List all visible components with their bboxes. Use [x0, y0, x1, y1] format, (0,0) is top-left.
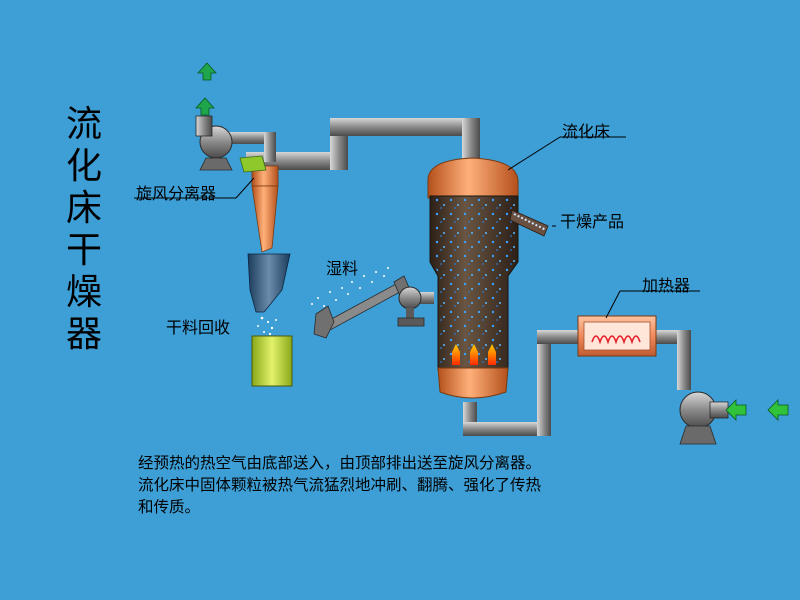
inlet-fan: [679, 391, 729, 445]
title-char: 器: [65, 314, 102, 355]
top-duct: [246, 118, 480, 170]
cyclone-exhaust-duct: [226, 132, 276, 162]
description: 经预热的热空气由底部送入，由顶部排出送至旋风分离器。 流化床中固体颗粒被热气流猛…: [138, 452, 698, 518]
title-char: 流: [65, 104, 102, 145]
title-char: 干: [65, 230, 102, 271]
bottom-duct: [463, 330, 691, 436]
title-char: 燥: [65, 272, 102, 313]
collection-hopper: [247, 253, 291, 313]
title-char: 床: [65, 188, 102, 229]
vertical-title: 流 化 床 干 燥 器: [62, 104, 106, 356]
description-line: 流化床中固体颗粒被热气流猛烈地冲刷、翻腾、强化了传热: [138, 476, 542, 494]
dry-product-outlet: [509, 209, 549, 237]
label-cyclone: 旋风分离器: [136, 184, 217, 203]
wet-material-conveyor: [313, 275, 411, 339]
exhaust-arrow-lower: [195, 97, 215, 116]
air-heater: [577, 315, 657, 357]
description-line: 和传质。: [138, 498, 201, 516]
description-line: 经预热的热空气由底部送入，由顶部排出送至旋风分离器。: [138, 454, 542, 472]
falling-powder: [257, 316, 277, 336]
inlet-arrow-far: [767, 399, 789, 421]
label-dry-recovery: 干料回收: [166, 318, 231, 337]
dry-material-collector: [251, 335, 293, 387]
label-wet-material: 湿料: [326, 259, 359, 278]
title-char: 化: [65, 146, 102, 187]
label-heater: 加热器: [642, 276, 691, 295]
wet-material-particles: [311, 267, 389, 307]
leader-lines: [134, 136, 700, 319]
exhaust-fan: [195, 115, 233, 171]
label-dry-product: 干燥产品: [560, 212, 625, 231]
label-fluid-bed: 流化床: [562, 122, 611, 141]
cyclone-separator: [239, 155, 279, 253]
fluid-bed-vessel: [427, 157, 519, 399]
feeder-motor: [397, 286, 434, 327]
exhaust-arrow-upper: [197, 62, 217, 81]
inlet-arrow-near: [725, 399, 747, 421]
hot-air-flames: [452, 344, 496, 365]
